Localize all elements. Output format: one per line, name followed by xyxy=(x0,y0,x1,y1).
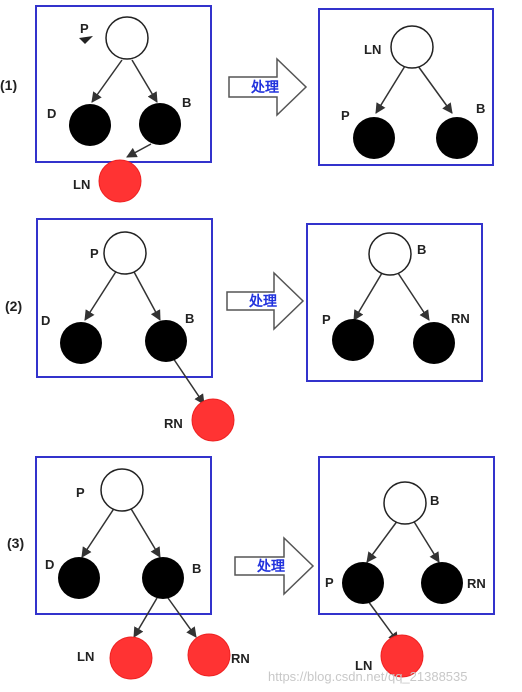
arrow-shape xyxy=(234,536,315,596)
arrow-text: 处理 xyxy=(256,558,285,575)
node-label: P xyxy=(90,246,99,261)
node-label: B xyxy=(182,95,191,110)
frame xyxy=(318,8,494,166)
node-d xyxy=(60,322,102,364)
node-label: P xyxy=(76,485,85,500)
node-p xyxy=(332,319,374,361)
case-3-after: B P RN LN xyxy=(318,456,495,678)
node-b xyxy=(142,557,184,599)
node-ln xyxy=(380,634,424,678)
node-rn xyxy=(421,562,463,604)
node-label: P xyxy=(80,21,89,36)
node-label: B xyxy=(417,242,426,257)
case-1: (1) P D B LN 处理 LN xyxy=(0,5,494,203)
case-label: (1) xyxy=(0,77,17,93)
transform-arrow: 处理 xyxy=(234,536,315,596)
arrow-text: 处理 xyxy=(248,293,277,310)
node-p xyxy=(105,16,149,60)
node-label: B xyxy=(476,101,485,116)
edge xyxy=(353,272,383,321)
edge xyxy=(366,519,399,563)
case-label: (2) xyxy=(5,298,22,314)
node-label: B xyxy=(430,493,439,508)
node-label: B xyxy=(185,311,194,326)
edge xyxy=(131,59,158,103)
node-ln xyxy=(390,25,434,69)
node-label: RN xyxy=(164,416,183,431)
node-label: LN xyxy=(77,649,94,664)
frame xyxy=(35,456,212,615)
transform-arrow: 处理 xyxy=(226,271,305,331)
node-label: P xyxy=(325,575,334,590)
case-label: (3) xyxy=(7,535,24,551)
node-p xyxy=(100,468,144,512)
node-p xyxy=(103,231,147,275)
edge xyxy=(375,65,406,114)
node-label: P xyxy=(341,108,350,123)
edge xyxy=(397,272,430,321)
edge xyxy=(172,357,205,405)
node-label: LN xyxy=(364,42,381,57)
node-b xyxy=(436,117,478,159)
node-label: RN xyxy=(451,311,470,326)
node-ln xyxy=(109,636,153,680)
case-2-before: P D B RN xyxy=(36,218,235,442)
edge xyxy=(417,65,453,114)
node-rn xyxy=(413,322,455,364)
watermark: https://blog.csdn.net/qq_21388535 xyxy=(268,669,468,684)
node-p xyxy=(342,562,384,604)
edge xyxy=(133,597,158,638)
frame xyxy=(306,223,483,382)
edge xyxy=(367,600,399,643)
transform-arrow: 处理 xyxy=(228,57,308,117)
node-label: LN xyxy=(355,658,372,673)
node-b xyxy=(145,320,187,362)
node-label: RN xyxy=(467,576,486,591)
arrow-shape xyxy=(226,271,305,331)
case-2: (2) P D B RN 处理 B P xyxy=(5,218,483,442)
case-3-before: P D B LN RN xyxy=(35,456,250,680)
case-1-before: P D B LN xyxy=(35,5,212,203)
frame xyxy=(318,456,495,615)
node-label: D xyxy=(47,106,56,121)
node-label: LN xyxy=(73,177,90,192)
edge xyxy=(167,597,197,638)
node-b xyxy=(383,481,427,525)
node-b xyxy=(368,232,412,276)
edge xyxy=(126,143,152,158)
node-d xyxy=(58,557,100,599)
edge xyxy=(84,269,118,321)
node-label: RN xyxy=(231,651,250,666)
edge xyxy=(91,59,123,103)
case-3: (3) P D B LN RN 处理 xyxy=(7,456,495,680)
node-b xyxy=(139,103,181,145)
arrow-shape xyxy=(228,57,308,117)
edge xyxy=(412,519,440,563)
node-rn xyxy=(191,398,235,442)
node-ln xyxy=(98,159,142,203)
node-p xyxy=(353,117,395,159)
edge xyxy=(129,506,161,558)
arrow-text: 处理 xyxy=(250,79,279,96)
edge xyxy=(132,269,161,321)
node-label: P xyxy=(322,312,331,327)
node-label: D xyxy=(45,557,54,572)
node-label: D xyxy=(41,313,50,328)
node-label: B xyxy=(192,561,201,576)
node-d xyxy=(69,104,111,146)
case-2-after: B P RN xyxy=(306,223,483,382)
node-rn xyxy=(187,633,231,677)
frame xyxy=(36,218,213,378)
case-1-after: LN P B xyxy=(318,8,494,166)
edge xyxy=(81,506,116,558)
cursor-icon xyxy=(79,36,93,44)
